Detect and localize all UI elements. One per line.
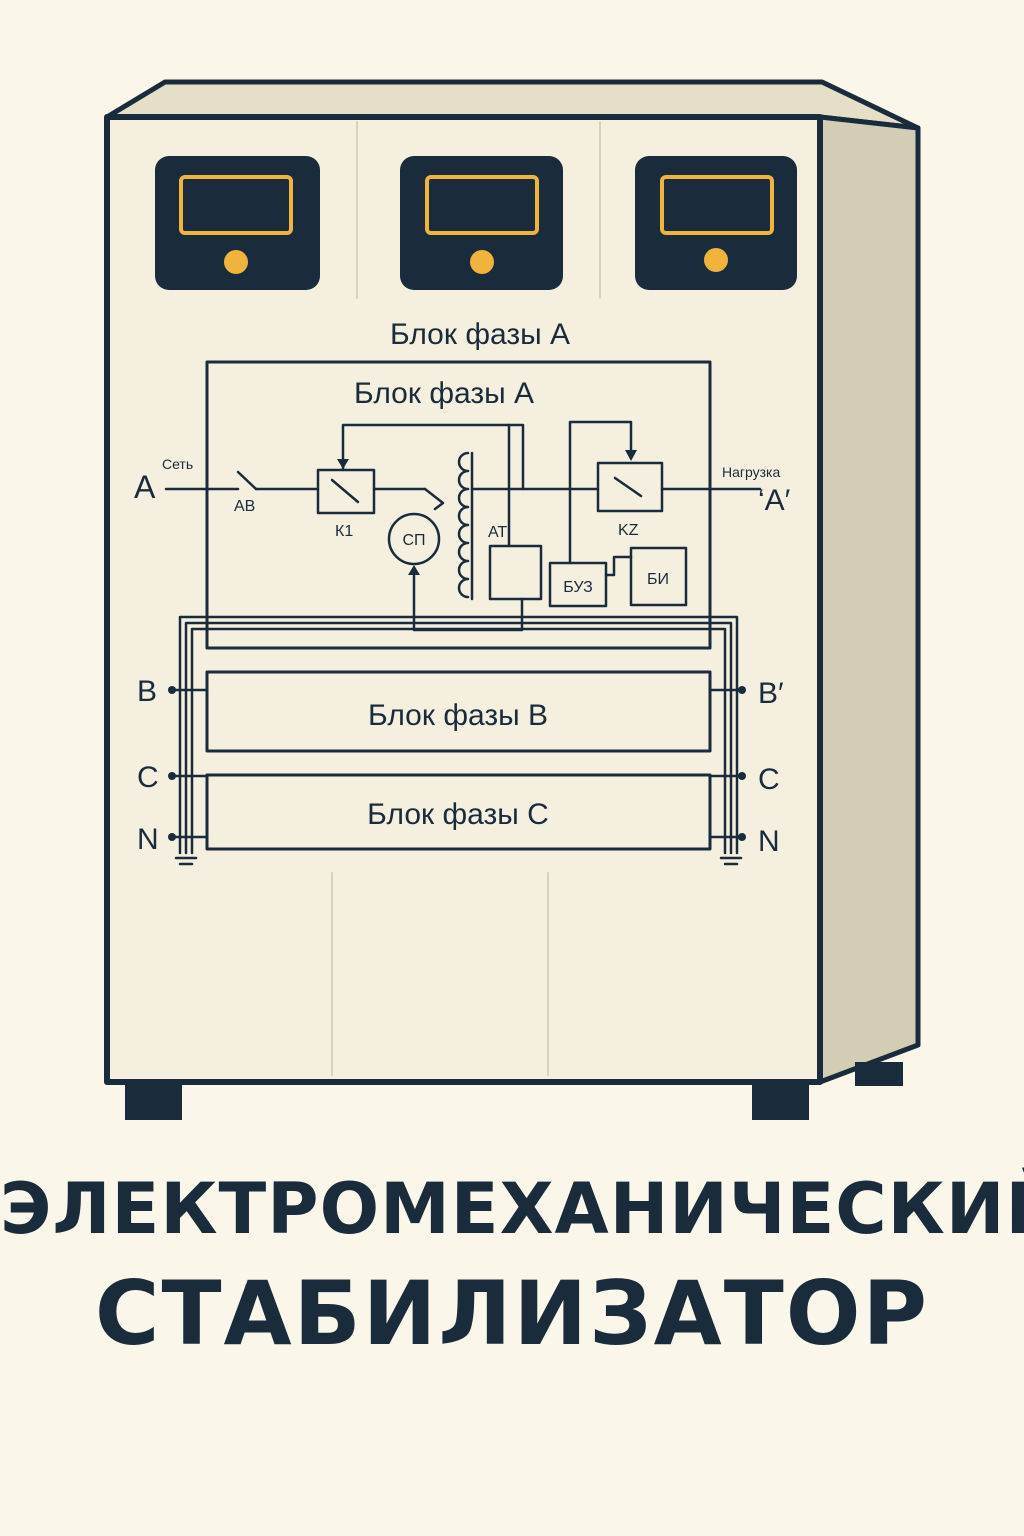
inner-block-label: Блок фазы A (354, 377, 534, 410)
k1-arrow (337, 459, 349, 469)
terminal-dot (168, 772, 176, 780)
relay-k1 (316, 468, 376, 515)
terminal-dot (738, 833, 746, 841)
phase-b-label: Блок фазы B (368, 699, 548, 732)
servo-label: СП (402, 532, 425, 549)
control-unit-label: БУЗ (563, 579, 593, 596)
terminal-dot (738, 686, 746, 694)
terminal-dot (738, 772, 746, 780)
wiper-arrow (423, 487, 445, 511)
title-line-1: ЭЛЕКТРОМЕХАНИЧЕСКИЙ (0, 1168, 1024, 1250)
left-c-label: C (137, 761, 159, 794)
autotransformer-label: АТ (488, 524, 507, 541)
servo-feedback-line (412, 566, 524, 632)
phase-c-block (205, 773, 712, 851)
phase-a-frame (205, 360, 712, 650)
relay-kz (596, 461, 664, 513)
autotransformer-coil (457, 451, 470, 599)
breaker-av-switch (236, 470, 258, 491)
bus-line (178, 615, 739, 855)
relay-kz-label: KZ (618, 522, 639, 539)
input-terminal-label: A (134, 469, 156, 505)
phase-c-label: Блок фазы C (367, 798, 549, 831)
kz-control-line (568, 420, 633, 565)
input-caption: Сеть (162, 456, 193, 472)
title-line-2: СТАБИЛИЗАТОР (94, 1262, 930, 1365)
breaker-label: АВ (234, 498, 255, 515)
k1-feedback-line (341, 423, 525, 491)
bus-line (184, 621, 733, 855)
cabinet-foot (125, 1082, 182, 1120)
voltmeter-1 (155, 156, 320, 290)
output-caption: Нагрузка (722, 464, 780, 480)
cabinet-foot (752, 1082, 809, 1120)
voltmeter-3 (635, 156, 797, 290)
servo-arrow (408, 565, 420, 575)
autotransformer-box (488, 544, 543, 601)
kz-arrow (625, 450, 637, 461)
cabinet-foot (855, 1062, 903, 1086)
voltmeter-2 (400, 156, 563, 290)
servo-motor (387, 512, 441, 566)
left-b-label: B (137, 675, 157, 708)
stabilizer-illustration: Блок фазы A Блок фазы A A Сеть АВ К1 СП … (104, 79, 921, 1120)
relay-kz-contact (613, 476, 643, 498)
phase-b-block (205, 670, 712, 753)
relay-k1-label: К1 (335, 523, 353, 540)
left-n-label: N (137, 823, 159, 856)
indicator-unit-label: БИ (647, 571, 669, 588)
output-terminal-label: ‘A′ (758, 484, 791, 517)
cabinet-side (817, 114, 921, 1085)
control-unit-buz (548, 561, 608, 608)
right-b-label: B′ (758, 677, 784, 710)
terminal-dot (168, 833, 176, 841)
buz-bi-link (604, 555, 633, 577)
right-n-label: N (758, 825, 780, 858)
outer-block-label: Блок фазы A (390, 318, 570, 351)
terminal-dot (168, 686, 176, 694)
right-c-label: C (758, 763, 780, 796)
indicator-unit-bi (629, 546, 688, 607)
relay-k1-contact (330, 478, 360, 504)
